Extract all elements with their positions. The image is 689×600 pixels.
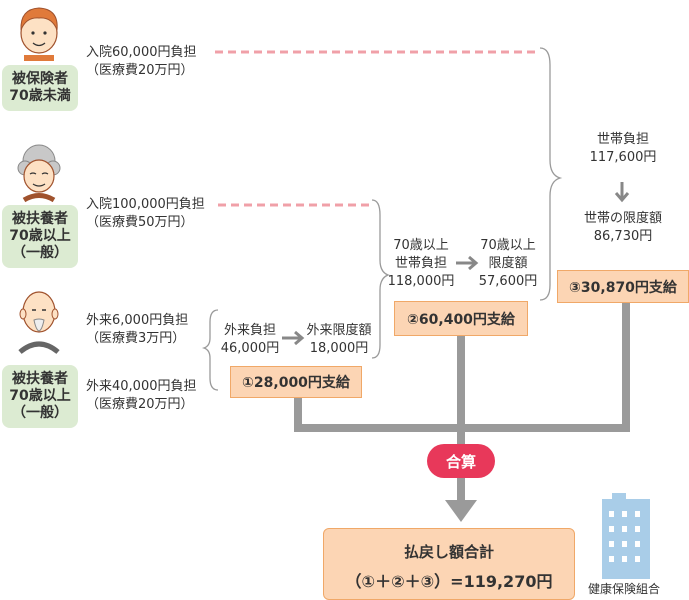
arrow-stage1 xyxy=(282,330,305,346)
brace-small xyxy=(201,309,219,391)
building-label: 健康保険組合 xyxy=(588,582,661,596)
brace-large xyxy=(539,47,563,301)
person-1-note: 入院60,000円負担 （医療費20万円） xyxy=(86,45,197,78)
person-label-1: 被保険者 70歳未満 xyxy=(2,65,78,111)
person-2-note: 入院100,000円負担 （医療費50万円） xyxy=(86,197,205,230)
avatar-young-man-icon xyxy=(20,7,58,61)
stage1-outpatient-burden: 外来負担 46,000円 xyxy=(220,323,280,356)
total-refund-box: 払戻し額合計 （①＋②＋③）=119,270円 xyxy=(323,528,575,600)
merge-arrowhead xyxy=(445,500,477,522)
arrow-stage2 xyxy=(456,255,479,271)
building-icon xyxy=(602,493,650,579)
person-label-2: 被扶養者 70歳以上 （一般） xyxy=(2,205,78,268)
person-label-3: 被扶養者 70歳以上 （一般） xyxy=(2,365,78,428)
stage3-payout-box: ③30,870円支給 xyxy=(557,270,689,303)
avatar-elderly-woman-icon xyxy=(17,144,61,203)
person-3-note-2: 外来40,000円負担 （医療費20万円） xyxy=(86,379,197,412)
stage2-household-burden: 70歳以上 世帯負担 118,000円 xyxy=(387,238,455,289)
merge-badge: 合算 xyxy=(427,444,495,478)
person-3-note-1: 外来6,000円負担 （医療費3万円） xyxy=(86,313,189,346)
total-title: 払戻し額合計 xyxy=(403,543,494,561)
stage3-household-limit: 世帯の限度額 86,730円 xyxy=(583,211,662,244)
stage1-outpatient-limit: 外来限度額 18,000円 xyxy=(306,323,372,356)
stage2-household-limit: 70歳以上 限度額 57,600円 xyxy=(478,238,538,289)
stage1-payout-box: ①28,000円支給 xyxy=(230,366,362,398)
stage2-payout-box: ②60,400円支給 xyxy=(394,301,528,336)
avatar-elderly-man-icon xyxy=(18,291,60,354)
total-formula: （①＋②＋③）=119,270円 xyxy=(345,572,553,591)
brace-mid xyxy=(371,199,390,359)
stage3-household-burden: 世帯負担 117,600円 xyxy=(589,132,657,165)
arrow-stage3 xyxy=(614,182,630,203)
